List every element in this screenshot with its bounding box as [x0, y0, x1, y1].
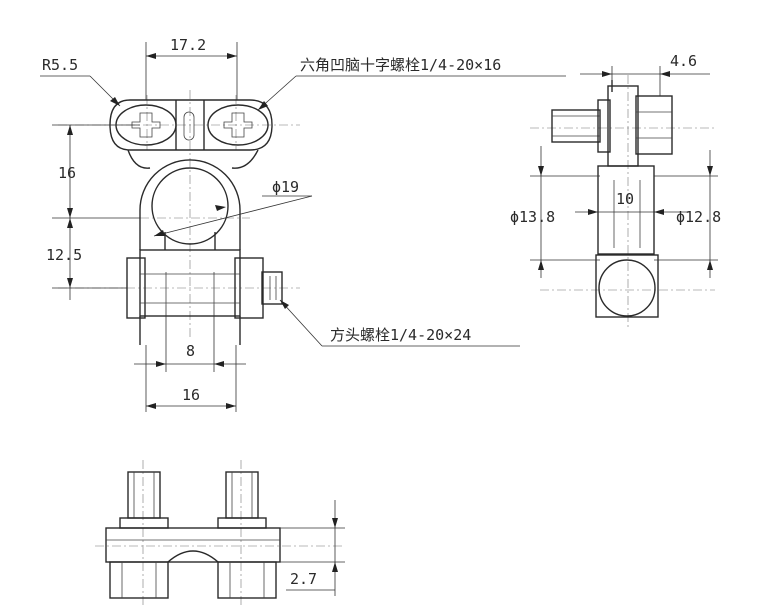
side-dimensions — [530, 66, 718, 278]
dim-lower-height: 12.5 — [46, 246, 82, 264]
bottom-view — [95, 460, 345, 606]
dim-bottom-width: 16 — [182, 386, 200, 404]
dimension-labels: 17.2 R5.5 六角凹脑十字螺栓1/4-20×16 16 ϕ19 12.5 … — [42, 36, 721, 588]
dim-bottom-offset: 2.7 — [290, 570, 317, 588]
dim-right-width: 10 — [616, 190, 634, 208]
front-view — [58, 90, 300, 345]
side-view — [530, 75, 715, 330]
dim-inner-width: 8 — [186, 342, 195, 360]
dim-right-diameter: ϕ12.8 — [676, 208, 721, 226]
dim-bore-diameter: ϕ19 — [272, 178, 299, 196]
dim-radius: R5.5 — [42, 56, 78, 74]
callout-top-screw: 六角凹脑十字螺栓1/4-20×16 — [300, 56, 501, 74]
bottom-dimensions — [280, 500, 345, 596]
front-dimensions — [40, 42, 566, 412]
dim-top-width: 17.2 — [170, 36, 206, 54]
callout-side-bolt: 方头螺栓1/4-20×24 — [330, 326, 471, 344]
dim-right-offset: 4.6 — [670, 52, 697, 70]
dim-left-diameter: ϕ13.8 — [510, 208, 555, 226]
dim-upper-height: 16 — [58, 164, 76, 182]
